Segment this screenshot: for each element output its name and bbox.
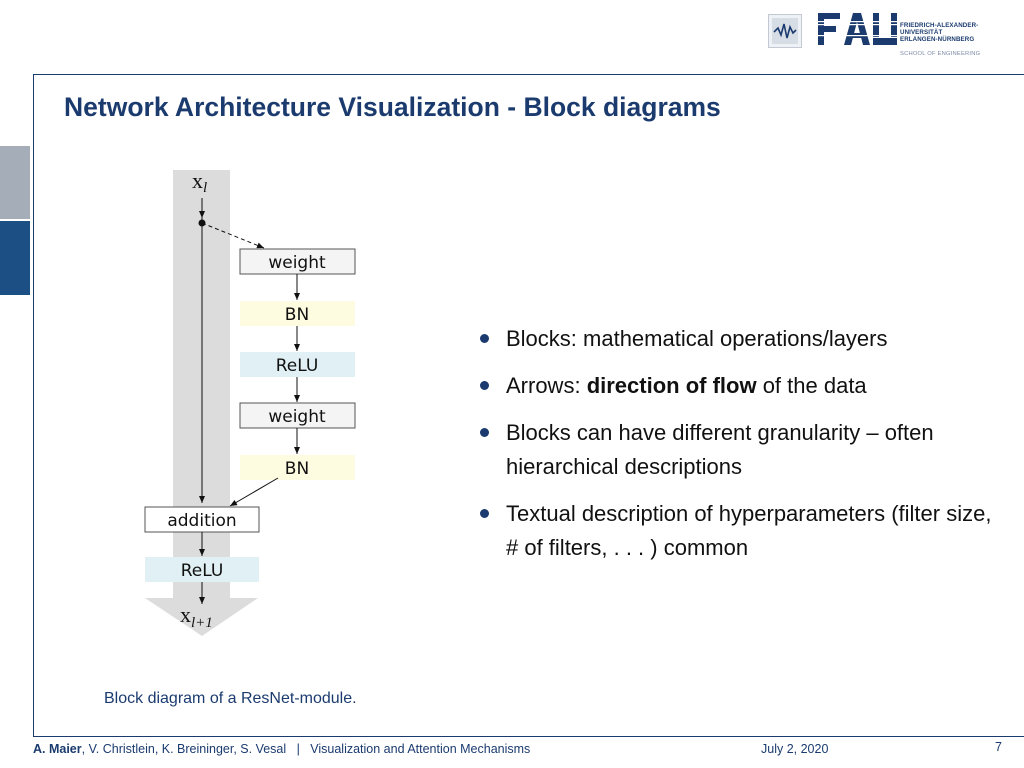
page-number: 7 xyxy=(995,740,1002,754)
fau-logo-icon xyxy=(818,13,898,45)
bullet-text: Blocks: mathematical operations/layers xyxy=(506,326,888,351)
bullet-dot-icon xyxy=(480,428,489,437)
bullet-text-prefix: Arrows: xyxy=(506,373,587,398)
block-weight-2 xyxy=(239,402,356,429)
block-relu-1 xyxy=(240,352,355,377)
figure-caption: Block diagram of a ResNet-module. xyxy=(104,690,357,707)
block-bn-2 xyxy=(240,455,355,480)
block-relu-2 xyxy=(145,557,259,582)
frame-bottom-line xyxy=(33,736,1024,737)
footer-authors-rest: , V. Christlein, K. Breininger, S. Vesal xyxy=(81,742,287,756)
block-relu-2-label: ReLU xyxy=(181,561,224,581)
school-name: SCHOOL OF ENGINEERING xyxy=(900,51,981,57)
side-tab-dark xyxy=(0,221,30,295)
footer-course: Visualization and Attention Mechanisms xyxy=(310,742,531,756)
frame-left-line xyxy=(33,74,34,737)
resnet-block-diagram: xl weight BN ReLU weight BN addition ReL… xyxy=(144,168,356,636)
bullet-item: Textual description of hyperparameters (… xyxy=(480,497,1000,565)
block-weight-2-label: weight xyxy=(268,407,326,427)
footer-authors: A. Maier, V. Christlein, K. Breininger, … xyxy=(33,742,530,756)
bullet-text: Textual description of hyperparameters (… xyxy=(506,501,992,560)
output-label: xl+1 xyxy=(180,602,213,631)
slide-title: Network Architecture Visualization - Blo… xyxy=(64,92,721,122)
footer-separator: | xyxy=(296,742,300,756)
bullet-dot-icon xyxy=(480,334,489,343)
block-weight-1-label: weight xyxy=(268,253,326,273)
bullet-item: Blocks: mathematical operations/layers xyxy=(480,322,1000,356)
bullet-text-suffix: of the data xyxy=(756,373,867,398)
bullet-dot-icon xyxy=(480,381,489,390)
footer-date: July 2, 2020 xyxy=(761,742,829,756)
block-relu-1-label: ReLU xyxy=(276,356,319,376)
university-line-1: FRIEDRICH-ALEXANDER- xyxy=(900,22,979,29)
side-tab-light xyxy=(0,146,30,219)
bullet-item: Arrows: direction of flow of the data xyxy=(480,369,1000,403)
bullet-item: Blocks can have different granularity – … xyxy=(480,416,1000,484)
merge-arrow xyxy=(229,477,279,507)
bullet-text: Blocks can have different granularity – … xyxy=(506,420,934,479)
footer-author-main: A. Maier xyxy=(33,742,82,756)
block-addition xyxy=(144,506,260,533)
block-bn-1-label: BN xyxy=(285,305,309,325)
block-bn-1 xyxy=(240,301,355,326)
slide-header: FRIEDRICH-ALEXANDER- UNIVERSITÄT ERLANGE… xyxy=(0,0,1024,74)
university-line-3: ERLANGEN-NÜRNBERG xyxy=(900,36,975,44)
university-name: FRIEDRICH-ALEXANDER- UNIVERSITÄT ERLANGE… xyxy=(900,22,978,44)
university-line-2: UNIVERSITÄT xyxy=(900,29,943,37)
input-label: xl xyxy=(192,168,207,196)
block-addition-label: addition xyxy=(167,511,236,531)
bullet-text-bold: direction of flow xyxy=(586,373,757,398)
frame-top-line xyxy=(33,74,1024,75)
bullet-dot-icon xyxy=(480,509,489,518)
bullet-list: Blocks: mathematical operations/layers A… xyxy=(480,322,1000,578)
waveform-logo-icon xyxy=(768,14,802,48)
block-bn-2-label: BN xyxy=(285,459,309,479)
block-weight-1 xyxy=(239,248,356,275)
